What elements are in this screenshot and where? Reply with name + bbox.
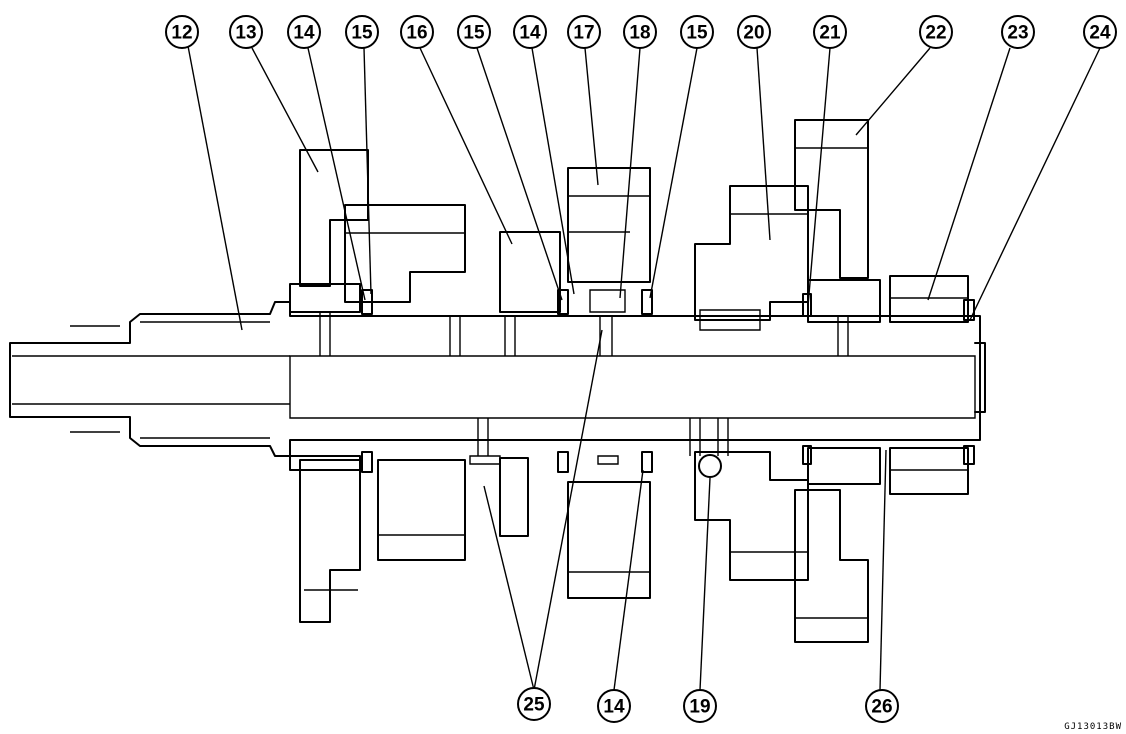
callout-label: 12 (171, 23, 192, 44)
callout-label: 22 (925, 23, 946, 44)
callout-label: 15 (351, 23, 373, 44)
bushing-23 (889, 275, 969, 495)
gear-13 (289, 149, 369, 623)
callout-label: 14 (519, 23, 541, 44)
callout-14: 14 (513, 15, 547, 49)
callout-label: 24 (1089, 23, 1111, 44)
callout-18: 18 (623, 15, 657, 49)
callout-label: 18 (629, 23, 650, 44)
circlips (361, 289, 975, 473)
callout-label: 14 (603, 697, 625, 718)
callout-17: 17 (567, 15, 601, 49)
callout-label: 13 (235, 23, 256, 44)
gear-16 (344, 204, 561, 561)
figure-code: GJ13013BW (1064, 722, 1122, 732)
callout-21: 21 (813, 15, 847, 49)
callout-label: 16 (406, 23, 427, 44)
callout-label: 15 (463, 23, 485, 44)
gear-17 (567, 167, 651, 599)
main-shaft (9, 301, 986, 457)
callout-label: 26 (871, 697, 892, 718)
callout-19: 19 (683, 689, 717, 723)
callout-22: 22 (919, 15, 953, 49)
callout-label: 15 (686, 23, 708, 44)
callout-23: 23 (1001, 15, 1035, 49)
oil-holes (319, 312, 849, 456)
leader-lines (187, 45, 1101, 691)
callout-label: 23 (1007, 23, 1028, 44)
callout-26: 26 (865, 689, 899, 723)
callout-15: 15 (345, 15, 379, 49)
callout-12: 12 (165, 15, 199, 49)
callout-label: 21 (819, 23, 841, 44)
ball-19 (698, 454, 722, 478)
callout-25: 25 (517, 687, 551, 721)
callout-label: 19 (689, 697, 710, 718)
callout-label: 20 (743, 23, 764, 44)
callout-label: 14 (293, 23, 315, 44)
callout-14: 14 (287, 15, 321, 49)
callout-16: 16 (400, 15, 434, 49)
callout-24: 24 (1083, 15, 1117, 49)
callout-label: 25 (523, 695, 545, 716)
callout-20: 20 (737, 15, 771, 49)
callout-13: 13 (229, 15, 263, 49)
gear-20 (694, 185, 809, 581)
callout-15: 15 (680, 15, 714, 49)
callout-14: 14 (597, 689, 631, 723)
callout-15: 15 (457, 15, 491, 49)
callout-label: 17 (573, 23, 594, 44)
